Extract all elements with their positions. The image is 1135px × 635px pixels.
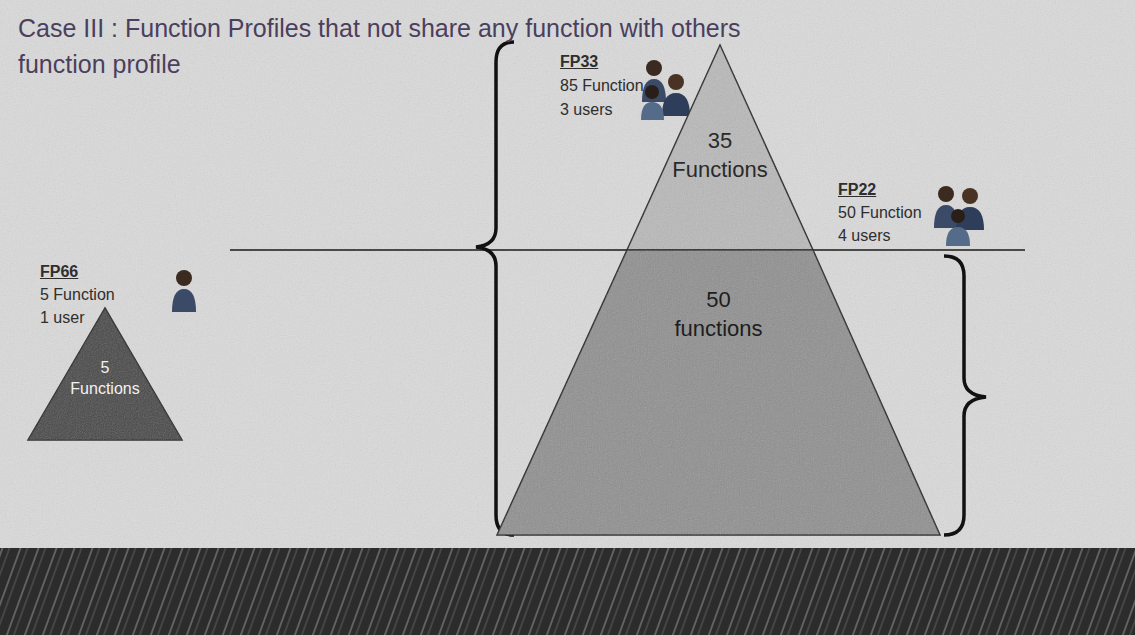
- user-count: 1 user: [40, 308, 84, 328]
- users-icon: [641, 60, 690, 120]
- small-triangle: 5 Functions: [28, 308, 182, 440]
- profile-name: FP66: [40, 262, 78, 282]
- user-count: 4 users: [838, 226, 890, 246]
- slide-title: Case III : Function Profiles that not sh…: [18, 10, 788, 83]
- node-text: 50 functions: [674, 286, 762, 343]
- profile-name: FP22: [838, 180, 876, 200]
- function-count: 5 Function: [40, 285, 115, 305]
- function-count: 50 Function: [838, 203, 922, 223]
- user-icon: [172, 270, 196, 312]
- ground: [0, 0, 1135, 548]
- right-bracket: [944, 256, 986, 535]
- node-text: 5 Functions: [70, 358, 139, 400]
- lower-triangle-section: 50 functions: [497, 250, 940, 535]
- user-count: 3 users: [560, 100, 612, 120]
- profile-name: FP33: [560, 52, 598, 72]
- left-bracket: [476, 42, 514, 535]
- ground-grain: [0, 0, 1135, 548]
- bottom-strip: [0, 548, 1135, 635]
- node-text: 35 Functions: [672, 127, 767, 184]
- upper-triangle-section: 35 Functions: [627, 45, 813, 250]
- function-count: 85 Function: [560, 76, 644, 96]
- users-icon: [934, 186, 984, 246]
